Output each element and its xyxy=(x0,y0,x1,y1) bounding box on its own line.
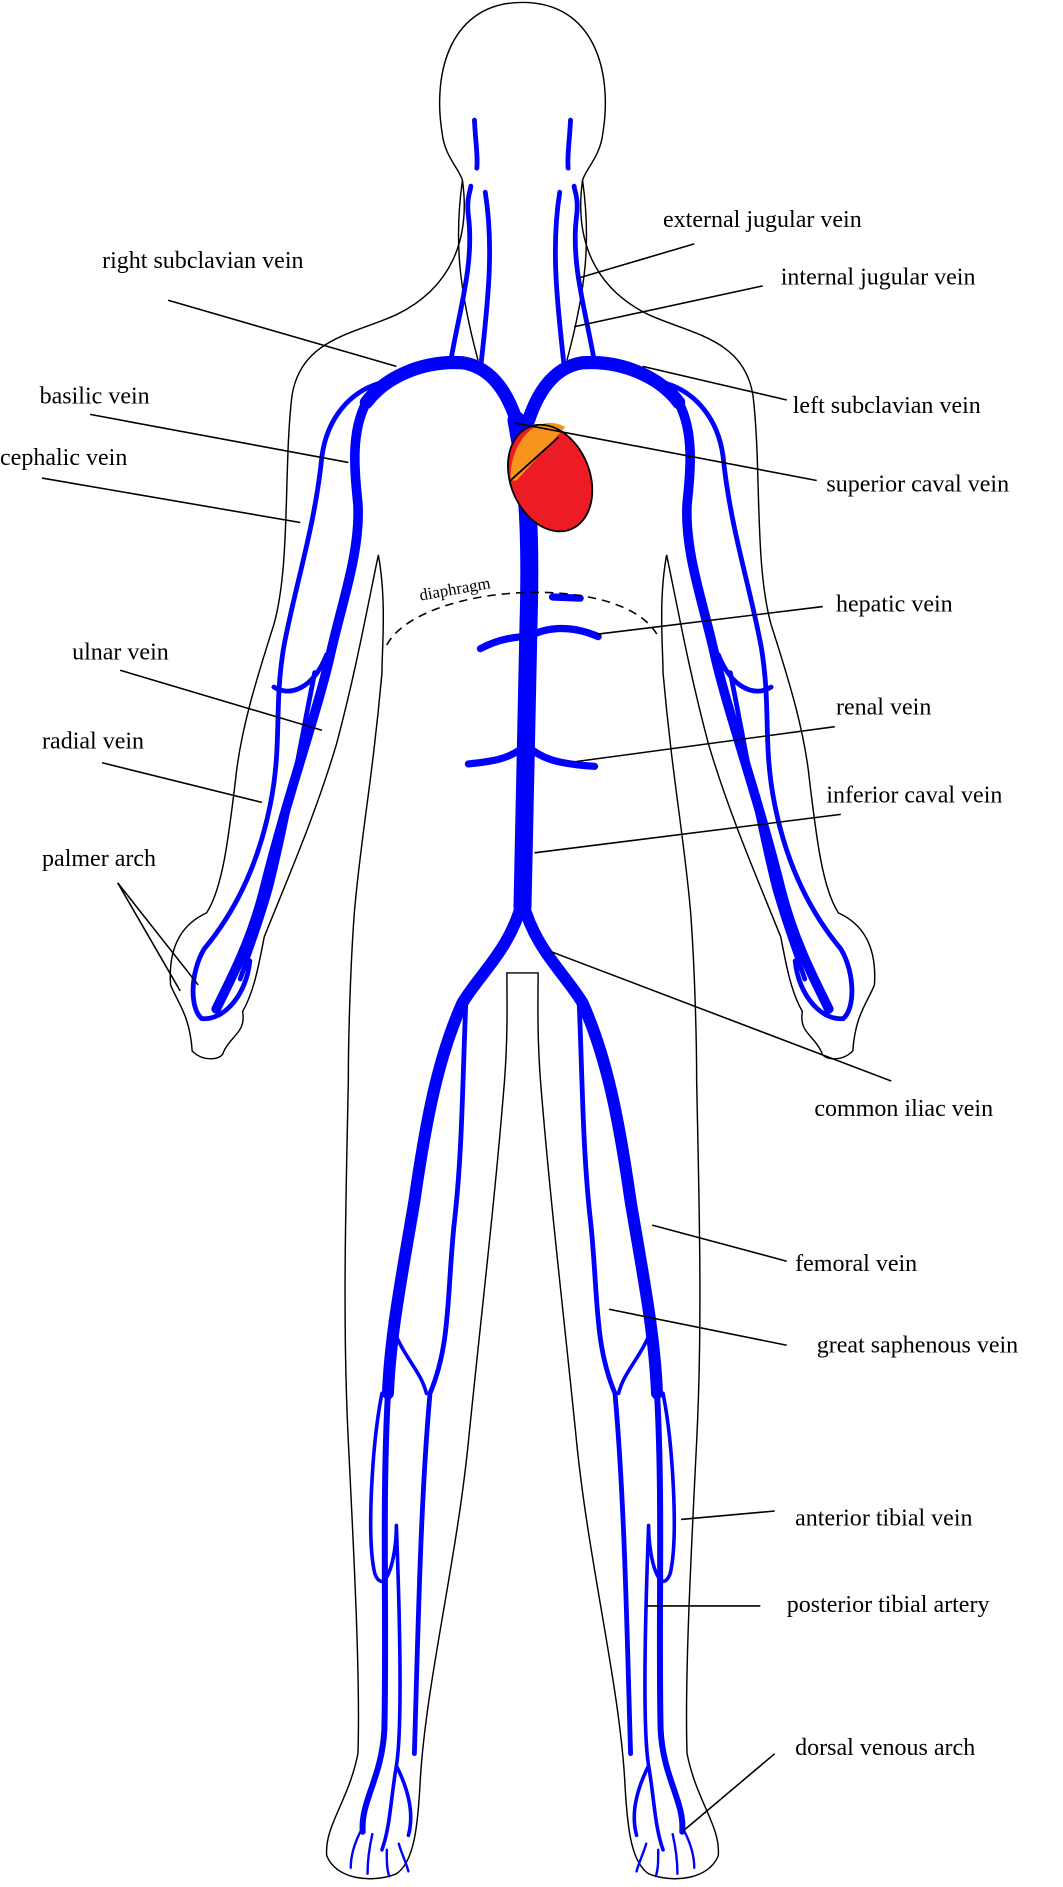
label-radial-vein: radial vein xyxy=(42,728,144,754)
hepatic-vein xyxy=(476,593,602,653)
label-internal-jugular-vein: internal jugular vein xyxy=(781,265,976,291)
label-left-subclavian-vein: left subclavian vein xyxy=(793,393,981,419)
label-inferior-caval-vein: inferior caval vein xyxy=(826,782,1002,808)
diaphragm-label: diaphragm xyxy=(418,573,492,604)
diaphragm-line xyxy=(386,591,659,646)
label-great-saphenous-vein: great saphenous vein xyxy=(817,1332,1018,1358)
label-femoral-vein: femoral vein xyxy=(795,1251,917,1277)
label-cephalic-vein: cephalic vein xyxy=(0,445,127,471)
label-external-jugular-vein: external jugular vein xyxy=(663,207,862,233)
label-basilic-vein: basilic vein xyxy=(40,384,150,410)
label-right-subclavian-vein: right subclavian vein xyxy=(102,248,303,274)
label-dorsal-venous-arch: dorsal venous arch xyxy=(795,1735,975,1761)
label-hepatic-vein: hepatic vein xyxy=(836,591,953,617)
label-posterior-tibial-artery: posterior tibial artery xyxy=(787,1592,990,1618)
renal-vein xyxy=(464,741,599,770)
label-palmer-arch: palmer arch xyxy=(42,846,156,872)
label-anterior-tibial-vein: anterior tibial vein xyxy=(795,1505,972,1531)
label-superior-caval-vein: superior caval vein xyxy=(826,471,1009,497)
label-renal-vein: renal vein xyxy=(836,695,931,721)
label-common-iliac-vein: common iliac vein xyxy=(814,1096,993,1122)
heart xyxy=(507,422,594,533)
leader-lines xyxy=(41,243,892,1833)
label-ulnar-vein: ulnar vein xyxy=(72,639,169,665)
